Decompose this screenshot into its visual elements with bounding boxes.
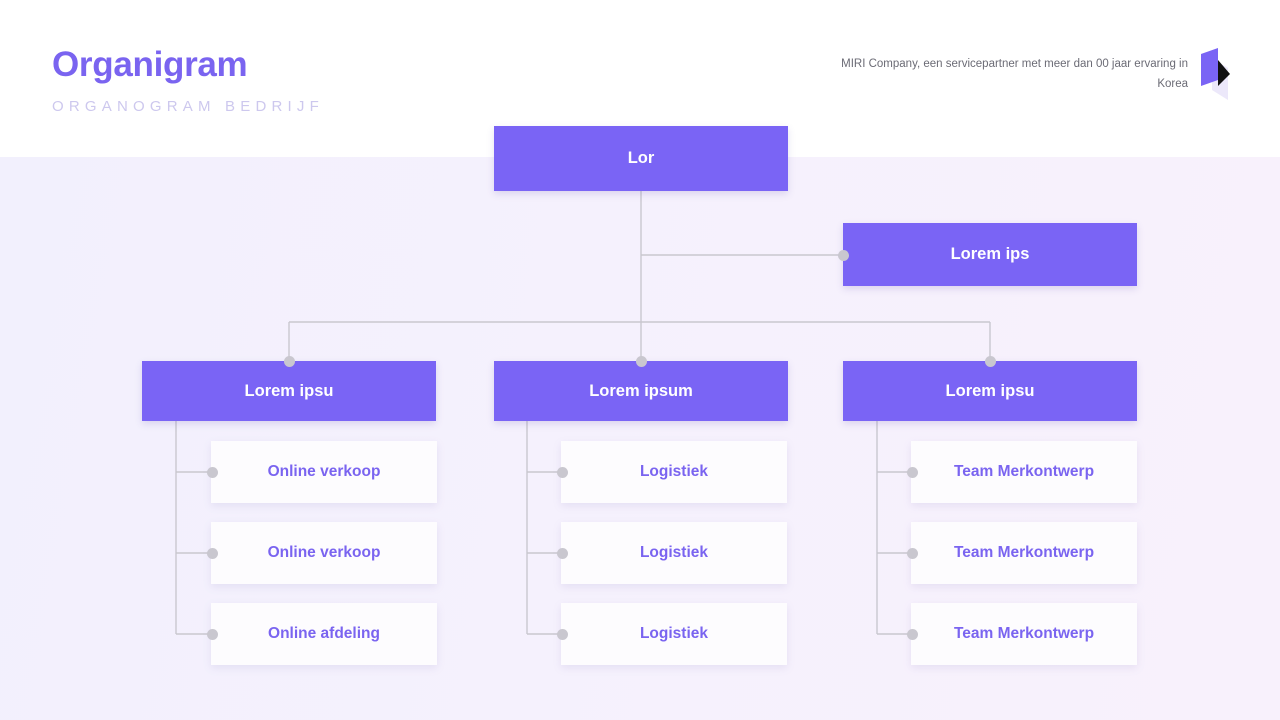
connector-dot	[556, 547, 568, 559]
org-leaf-2-2[interactable]: Logistiek	[561, 522, 787, 584]
org-leaf-3-2[interactable]: Team Merkontwerp	[911, 522, 1137, 584]
page-subtitle: ORGANOGRAM BEDRIJF	[52, 97, 324, 115]
connector-dot	[984, 355, 996, 367]
connector-dot	[906, 466, 918, 478]
connector-dot	[635, 355, 647, 367]
org-leaf-1-1[interactable]: Online verkoop	[211, 441, 437, 503]
connector-dot	[283, 355, 295, 367]
page-title: Organigram	[52, 45, 248, 84]
org-node-root[interactable]: Lor	[494, 126, 788, 191]
connector-dot	[556, 628, 568, 640]
miri-logo-icon	[1190, 46, 1252, 108]
org-node-branch-1[interactable]: Lorem ipsu	[142, 361, 436, 421]
org-node-branch-3[interactable]: Lorem ipsu	[843, 361, 1137, 421]
org-leaf-1-3[interactable]: Online afdeling	[211, 603, 437, 665]
org-node-branch-2[interactable]: Lorem ipsum	[494, 361, 788, 421]
connector-dot	[206, 466, 218, 478]
connector-dot	[556, 466, 568, 478]
org-leaf-3-1[interactable]: Team Merkontwerp	[911, 441, 1137, 503]
title-block: Organigram ORGANOGRAM BEDRIJF	[52, 45, 324, 115]
connector-dot	[906, 628, 918, 640]
connector-dot	[206, 628, 218, 640]
org-node-assistant[interactable]: Lorem ips	[843, 223, 1137, 286]
org-leaf-2-1[interactable]: Logistiek	[561, 441, 787, 503]
header-note: MIRI Company, een servicepartner met mee…	[841, 58, 1188, 91]
org-leaf-2-3[interactable]: Logistiek	[561, 603, 787, 665]
connector-dot	[206, 547, 218, 559]
org-leaf-1-2[interactable]: Online verkoop	[211, 522, 437, 584]
connector-dot	[906, 547, 918, 559]
connector-dot	[837, 249, 849, 261]
org-leaf-3-3[interactable]: Team Merkontwerp	[911, 603, 1137, 665]
